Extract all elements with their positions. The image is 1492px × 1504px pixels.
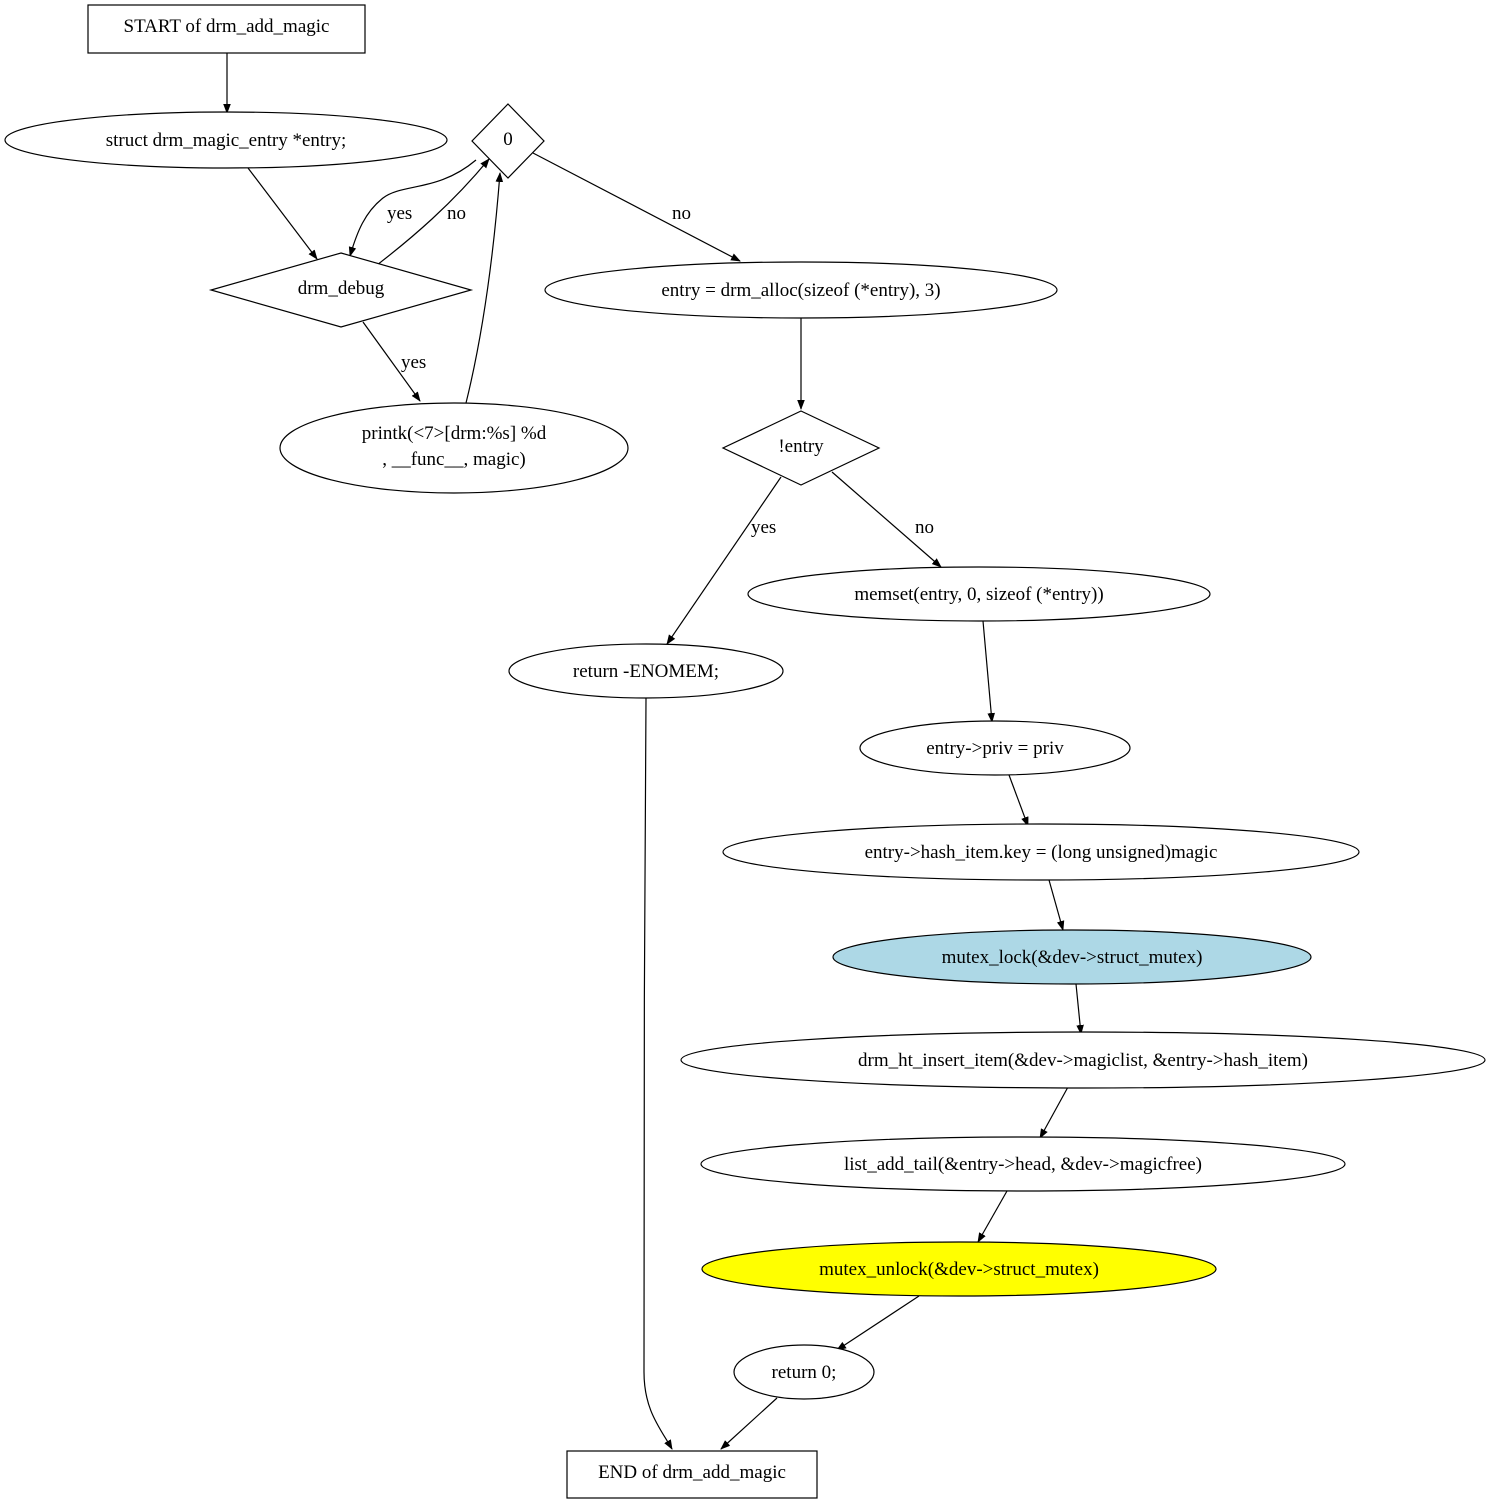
edge-printk-to-cond0 bbox=[465, 172, 504, 404]
edge-label-debug-to-printk-yes: yes bbox=[401, 352, 426, 373]
edge-memset-to-priv bbox=[982, 620, 995, 723]
node-mutex-lock-label: mutex_lock(&dev->struct_mutex) bbox=[942, 947, 1203, 968]
edge-mutexunlock-to-ret0 bbox=[836, 1295, 920, 1351]
node-mutex-unlock: mutex_unlock(&dev->struct_mutex) bbox=[701, 1241, 1217, 1297]
node-cond0: 0 bbox=[471, 103, 545, 179]
node-alloc: entry = drm_alloc(sizeof (*entry), 3) bbox=[544, 261, 1058, 319]
node-mutex-unlock-label: mutex_unlock(&dev->struct_mutex) bbox=[819, 1259, 1099, 1280]
node-not-entry: !entry bbox=[721, 410, 881, 486]
node-hashkey: entry->hash_item.key = (long unsigned)ma… bbox=[722, 823, 1360, 881]
node-start: START of drm_add_magic bbox=[87, 4, 366, 54]
edge-label-notentry-no: no bbox=[915, 517, 934, 538]
edge-priv-to-hashkey bbox=[1008, 774, 1029, 827]
node-list-add: list_add_tail(&entry->head, &dev->magicf… bbox=[700, 1136, 1346, 1192]
edge-ret0-to-end bbox=[720, 1397, 778, 1450]
node-mutex-lock: mutex_lock(&dev->struct_mutex) bbox=[832, 929, 1312, 985]
mutex-unlock-ellipse bbox=[701, 1241, 1217, 1297]
node-printk: printk(<7>[drm:%s] %d , __func__, magic) bbox=[279, 402, 629, 494]
node-hashkey-label: entry->hash_item.key = (long unsigned)ma… bbox=[865, 842, 1218, 863]
nodes: START of drm_add_magic struct drm_magic_… bbox=[4, 4, 1486, 1499]
edges bbox=[223, 53, 1084, 1450]
edge-label-cond0-to-debug-yes: yes bbox=[387, 203, 412, 224]
edge-debug-to-printk-yes bbox=[362, 321, 421, 402]
node-memset: memset(entry, 0, sizeof (*entry)) bbox=[747, 566, 1211, 622]
mutex-lock-ellipse bbox=[832, 929, 1312, 985]
edge-label-notentry-yes: yes bbox=[751, 517, 776, 538]
node-printk-label-line2: , __func__, magic) bbox=[382, 449, 526, 470]
node-drm-debug-label: drm_debug bbox=[298, 278, 385, 299]
edge-labels: yes no no yes yes no bbox=[387, 203, 934, 538]
node-not-entry-label: !entry bbox=[778, 436, 824, 457]
edge-cond0-to-debug-yes bbox=[348, 159, 477, 257]
edge-htinsert-to-listadd bbox=[1039, 1086, 1069, 1139]
node-end: END of drm_add_magic bbox=[566, 1450, 818, 1499]
node-return-0-label: return 0; bbox=[772, 1362, 837, 1383]
node-return-enomem: return -ENOMEM; bbox=[508, 643, 784, 699]
node-printk-label-line1: printk(<7>[drm:%s] %d bbox=[362, 423, 547, 444]
edge-notentry-to-enomem-yes bbox=[666, 476, 782, 645]
edge-decl-to-debug bbox=[247, 167, 318, 260]
node-return-enomem-label: return -ENOMEM; bbox=[573, 661, 719, 682]
node-end-label: END of drm_add_magic bbox=[598, 1462, 786, 1483]
node-decl: struct drm_magic_entry *entry; bbox=[4, 111, 448, 169]
node-priv: entry->priv = priv bbox=[859, 720, 1131, 776]
node-ht-insert: drm_ht_insert_item(&dev->magiclist, &ent… bbox=[680, 1031, 1486, 1089]
node-decl-label: struct drm_magic_entry *entry; bbox=[106, 130, 347, 151]
edge-label-debug-to-cond0-no: no bbox=[447, 203, 466, 224]
node-ht-insert-label: drm_ht_insert_item(&dev->magiclist, &ent… bbox=[858, 1050, 1308, 1071]
node-drm-debug: drm_debug bbox=[208, 252, 474, 328]
edge-debug-to-cond0-no bbox=[376, 158, 490, 266]
edge-hashkey-to-mutexlock bbox=[1048, 879, 1065, 931]
edge-mutexlock-to-htinsert bbox=[1075, 983, 1084, 1035]
edge-label-cond0-to-alloc-no: no bbox=[672, 203, 691, 224]
node-start-label: START of drm_add_magic bbox=[124, 16, 330, 37]
node-priv-label: entry->priv = priv bbox=[926, 738, 1064, 759]
edge-cond0-to-alloc-no bbox=[532, 152, 741, 262]
edge-listadd-to-mutexunlock bbox=[977, 1190, 1008, 1243]
edge-notentry-to-memset-no bbox=[831, 471, 942, 568]
edge-enomem-to-end bbox=[643, 697, 673, 1450]
node-memset-label: memset(entry, 0, sizeof (*entry)) bbox=[854, 584, 1103, 605]
node-cond0-label: 0 bbox=[503, 129, 513, 150]
node-list-add-label: list_add_tail(&entry->head, &dev->magicf… bbox=[844, 1154, 1202, 1175]
node-alloc-label: entry = drm_alloc(sizeof (*entry), 3) bbox=[661, 280, 940, 301]
node-return-0: return 0; bbox=[733, 1344, 875, 1400]
